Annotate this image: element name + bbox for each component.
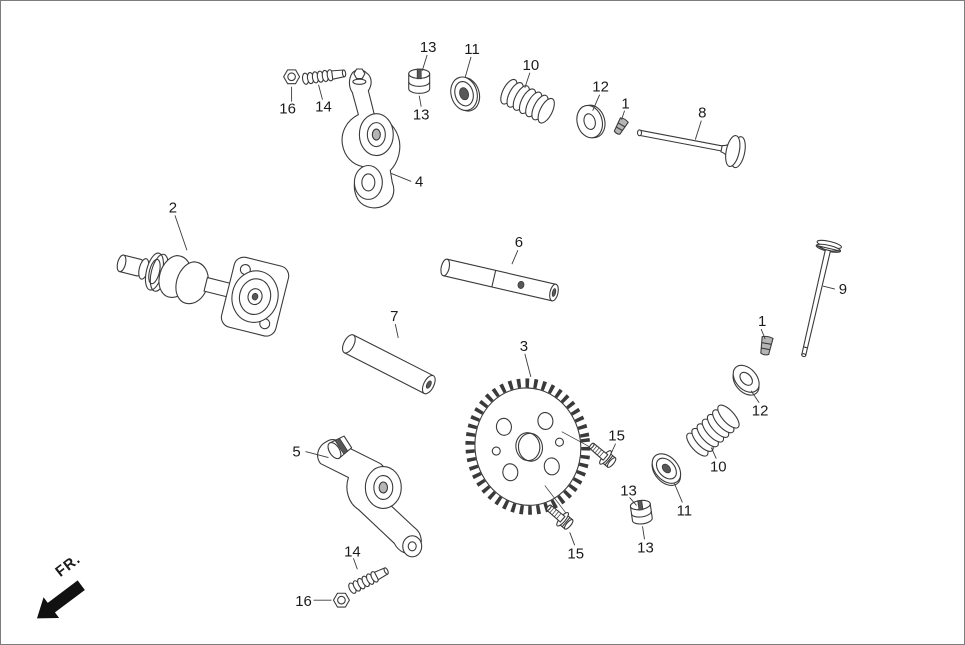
label-16-nut-top: 16 bbox=[279, 101, 296, 118]
part-number-labels: 13 11 10 16 14 13 12 1 8 4 2 6 9 7 1 3 1… bbox=[169, 39, 847, 610]
label-10-spring-top: 10 bbox=[523, 57, 540, 74]
label-15-bolt-upper: 15 bbox=[608, 428, 625, 445]
valve-spring-part-top bbox=[500, 78, 555, 124]
valve-cotter-part-b bbox=[760, 335, 774, 356]
label-14-screw-bottom: 14 bbox=[344, 543, 361, 560]
label-2-camshaft: 2 bbox=[169, 199, 177, 216]
label-4-rocker-arm-a: 4 bbox=[415, 173, 423, 190]
label-13-tappet-right-up: 13 bbox=[620, 482, 637, 499]
label-13-tappet-top: 13 bbox=[420, 39, 437, 56]
label-12-retainer-right: 12 bbox=[752, 403, 769, 420]
valve-part-a bbox=[636, 129, 746, 169]
spring-retainer-part-top bbox=[576, 104, 606, 139]
rocker-arm-part-b bbox=[317, 435, 423, 558]
lock-nut-part-top bbox=[283, 69, 301, 85]
label-13-tappet-right-low: 13 bbox=[637, 539, 654, 556]
label-1-cotter-right: 1 bbox=[758, 313, 766, 330]
tappet-part-b bbox=[629, 499, 653, 525]
label-7-rocker-shaft-b: 7 bbox=[390, 308, 398, 325]
spring-retainer-part-b bbox=[732, 364, 760, 396]
label-1-cotter-top: 1 bbox=[621, 96, 629, 113]
label-5-rocker-arm-b: 5 bbox=[292, 444, 300, 461]
fr-direction-indicator: FR. bbox=[36, 551, 85, 619]
label-leader-lines bbox=[174, 54, 836, 601]
adjusting-screw-part-top bbox=[301, 69, 347, 85]
label-10-spring-right: 10 bbox=[710, 459, 727, 476]
tappet-part-top bbox=[408, 68, 431, 94]
flange-bolt-part-upper bbox=[588, 442, 617, 468]
label-11-spring-seat-top: 11 bbox=[464, 41, 480, 58]
valve-spring-part-b bbox=[686, 404, 740, 457]
cam-sprocket-part bbox=[465, 378, 591, 515]
fr-arrow-icon bbox=[36, 580, 85, 619]
flange-bolt-part-lower bbox=[546, 504, 574, 530]
label-8-valve-a: 8 bbox=[698, 105, 706, 122]
spring-seat-part-top bbox=[450, 76, 481, 112]
label-13-tappet-top-lower: 13 bbox=[413, 107, 430, 124]
label-12-retainer-top: 12 bbox=[592, 79, 609, 96]
label-16-nut-bottom: 16 bbox=[295, 593, 312, 610]
label-6-rocker-shaft-a: 6 bbox=[515, 234, 523, 251]
rocker-shaft-part-b bbox=[341, 334, 436, 395]
label-3-cam-sprocket: 3 bbox=[520, 338, 528, 355]
label-14-screw-top: 14 bbox=[315, 99, 332, 116]
camshaft-part bbox=[116, 252, 290, 337]
lock-nut-part-bottom bbox=[332, 592, 350, 608]
adjusting-screw-part-bottom bbox=[348, 567, 389, 594]
fr-label: FR. bbox=[52, 551, 84, 581]
rocker-arm-part-a bbox=[341, 68, 401, 209]
rocker-shaft-part-a bbox=[440, 258, 559, 302]
label-15-bolt-lower: 15 bbox=[567, 545, 584, 562]
valve-part-b bbox=[801, 239, 842, 358]
label-11-spring-seat-right: 11 bbox=[677, 502, 693, 519]
spring-seat-part-b bbox=[651, 453, 682, 486]
valve-cotter-part-top bbox=[613, 117, 629, 135]
label-9-valve-b: 9 bbox=[839, 281, 847, 298]
